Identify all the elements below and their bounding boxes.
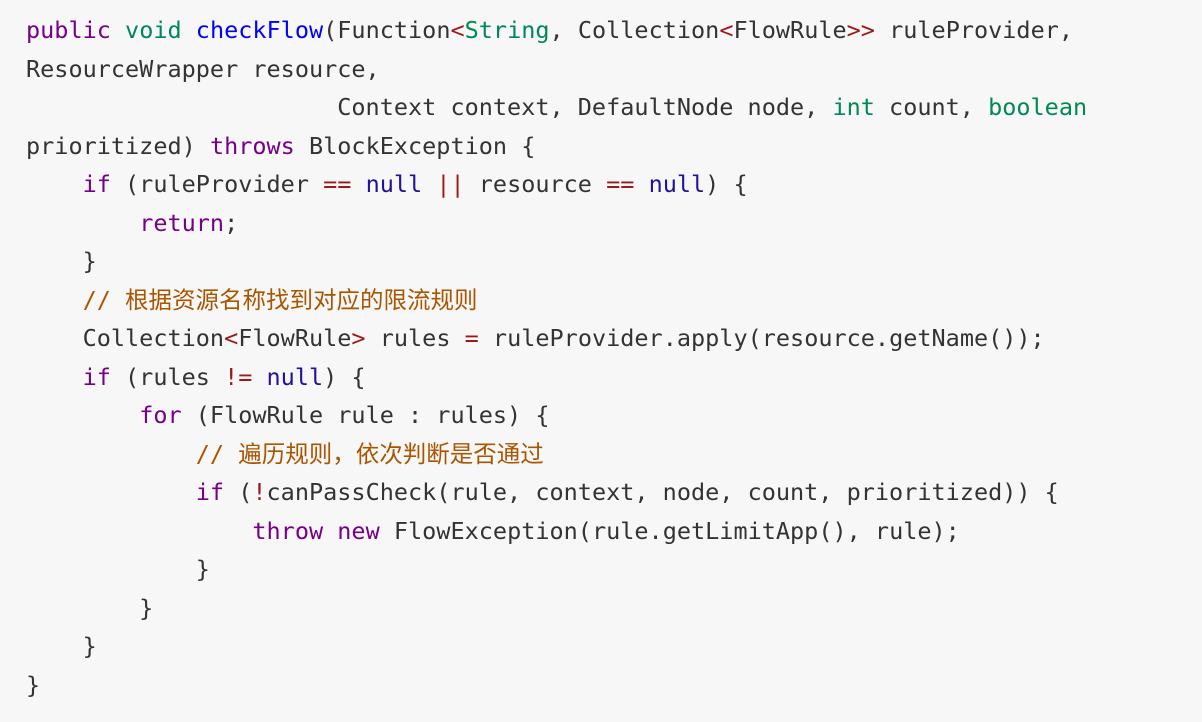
code-line: } bbox=[26, 627, 1202, 666]
code-text bbox=[182, 16, 196, 44]
code-keyword: if bbox=[82, 362, 111, 391]
code-operator: || bbox=[436, 170, 465, 198]
code-operator: != bbox=[224, 362, 253, 391]
code-line: public void checkFlow(Function<String, C… bbox=[26, 11, 1202, 50]
code-text bbox=[351, 170, 365, 198]
code-text: ( bbox=[224, 478, 253, 506]
code-literal: null bbox=[266, 362, 324, 391]
code-operator: == bbox=[606, 170, 635, 198]
code-keyword: if bbox=[82, 170, 111, 198]
code-line: prioritized) throws BlockException { bbox=[26, 127, 1202, 166]
code-text: (rules bbox=[110, 362, 225, 391]
code-line: for (FlowRule rule : rules) { bbox=[26, 396, 1202, 435]
code-keyword: throws bbox=[209, 131, 295, 160]
code-line: } bbox=[26, 666, 1202, 705]
code-operator: < bbox=[450, 16, 465, 44]
code-keyword: if bbox=[195, 478, 225, 506]
code-text bbox=[26, 170, 83, 198]
code-text: FlowException(rule.getLimitApp(), rule); bbox=[379, 516, 960, 545]
code-text bbox=[323, 517, 337, 545]
code-text: canPassCheck(rule, context, node, count,… bbox=[266, 478, 1059, 506]
code-text: (Function bbox=[323, 16, 451, 44]
code-text: , Collection bbox=[549, 16, 720, 44]
code-line: if (rules != null) { bbox=[26, 358, 1202, 397]
code-line: } bbox=[26, 550, 1202, 589]
code-operator: < bbox=[224, 324, 239, 352]
code-text bbox=[26, 209, 139, 237]
code-type: boolean bbox=[988, 93, 1088, 121]
code-line: throw new FlowException(rule.getLimitApp… bbox=[26, 512, 1202, 551]
code-text bbox=[252, 363, 266, 391]
code-operator: < bbox=[719, 16, 734, 44]
code-text: } bbox=[26, 555, 210, 583]
code-text: FlowRule bbox=[733, 16, 847, 44]
code-operator: > bbox=[351, 324, 366, 352]
code-text: Collection bbox=[26, 324, 225, 352]
code-keyword: throw bbox=[252, 516, 324, 545]
code-text: } bbox=[26, 632, 97, 660]
code-text: count, bbox=[874, 93, 989, 121]
code-text: BlockException { bbox=[294, 131, 536, 160]
code-type: String bbox=[464, 16, 550, 44]
code-function-name: checkFlow bbox=[195, 16, 324, 44]
code-line: return; bbox=[26, 204, 1202, 243]
code-text: resource bbox=[464, 170, 607, 198]
code-text: FlowRule bbox=[238, 324, 352, 352]
code-literal: null bbox=[648, 170, 706, 198]
code-comment: // 遍历规则，依次判断是否通过 bbox=[195, 439, 544, 468]
code-text: ruleProvider, bbox=[874, 16, 1074, 44]
code-line: if (!canPassCheck(rule, context, node, c… bbox=[26, 473, 1202, 512]
code-text: } bbox=[26, 247, 97, 275]
code-line: Context context, DefaultNode node, int c… bbox=[26, 88, 1202, 127]
code-operator: == bbox=[323, 170, 352, 198]
code-line: if (ruleProvider == null || resource == … bbox=[26, 165, 1202, 204]
code-text bbox=[26, 517, 252, 545]
code-text: prioritized) bbox=[26, 131, 210, 160]
code-keyword: new bbox=[337, 516, 380, 545]
code-text bbox=[26, 401, 139, 429]
code-operator: = bbox=[464, 324, 479, 352]
code-text bbox=[111, 16, 125, 44]
code-text: rules bbox=[365, 324, 465, 352]
code-text: ) { bbox=[323, 362, 366, 391]
code-literal: null bbox=[365, 170, 423, 198]
code-text bbox=[422, 170, 436, 198]
code-line: // 根据资源名称找到对应的限流规则 bbox=[26, 281, 1202, 320]
code-text bbox=[26, 286, 83, 314]
code-line: ResourceWrapper resource, bbox=[26, 50, 1202, 89]
code-keyword: return bbox=[139, 208, 225, 237]
code-text: (ruleProvider bbox=[110, 170, 324, 198]
code-text bbox=[26, 363, 83, 391]
code-comment: // 根据资源名称找到对应的限流规则 bbox=[82, 285, 478, 314]
code-text: (FlowRule rule : rules) { bbox=[181, 401, 550, 429]
code-line: } bbox=[26, 589, 1202, 628]
code-line: } bbox=[26, 242, 1202, 281]
code-text: ruleProvider.apply(resource.getName()); bbox=[478, 324, 1045, 352]
code-text bbox=[26, 478, 196, 506]
code-text: Context context, DefaultNode node, bbox=[26, 93, 833, 121]
code-text: } bbox=[26, 670, 41, 699]
code-keyword: public bbox=[26, 16, 111, 44]
code-text: ; bbox=[224, 208, 239, 237]
code-text: ) { bbox=[705, 170, 748, 198]
code-keyword: for bbox=[139, 401, 182, 429]
code-text: ResourceWrapper resource, bbox=[26, 54, 380, 83]
code-type: int bbox=[832, 93, 875, 121]
code-text: } bbox=[26, 593, 154, 622]
code-line: // 遍历规则，依次判断是否通过 bbox=[26, 435, 1202, 474]
code-operator: >> bbox=[846, 16, 875, 44]
code-text bbox=[634, 170, 648, 198]
code-line: Collection<FlowRule> rules = ruleProvide… bbox=[26, 319, 1202, 358]
code-text bbox=[26, 440, 196, 468]
code-type: void bbox=[125, 16, 182, 44]
code-operator: ! bbox=[252, 478, 267, 506]
